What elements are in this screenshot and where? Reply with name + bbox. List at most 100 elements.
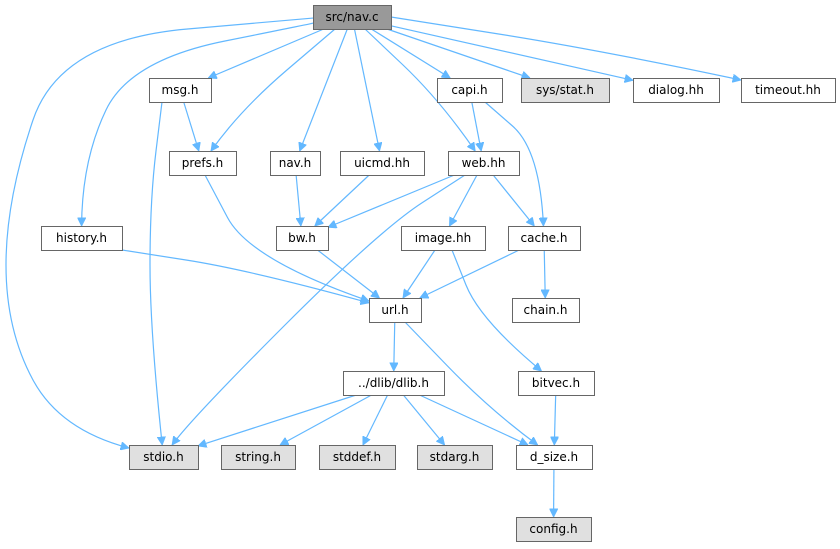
- edge-dlib-h-to-d-size-h: [419, 394, 528, 445]
- node-label: timeout.hh: [755, 83, 821, 97]
- edge-web-hh-to-bw-h: [328, 174, 455, 227]
- node-src-nav-c[interactable]: src/nav.c: [313, 5, 392, 30]
- node-label: prefs.h: [182, 156, 224, 170]
- node-label: stdio.h: [143, 450, 183, 464]
- edge-cache-h-to-url-h: [420, 249, 520, 298]
- edge-src-nav-c-to-msg-h: [208, 28, 324, 78]
- node-box: [313, 5, 392, 30]
- node-dialog-hh[interactable]: dialog.hh: [633, 78, 720, 103]
- edge-history-h-to-url-h: [121, 249, 369, 303]
- node-box: [437, 78, 503, 103]
- node-sys-stat-h[interactable]: sys/stat.h: [521, 78, 610, 103]
- edge-msg-h-to-prefs-h: [183, 101, 199, 151]
- node-box: [512, 298, 580, 323]
- node-url-h[interactable]: url.h: [369, 298, 422, 323]
- node-box: [516, 445, 593, 470]
- node-string-h[interactable]: string.h: [221, 445, 296, 470]
- edge-url-h-to-dlib-h: [394, 321, 395, 371]
- node-label: uicmd.hh: [354, 156, 410, 170]
- node-config-h[interactable]: config.h: [516, 517, 592, 542]
- edge-src-nav-c-to-nav-h: [300, 28, 348, 151]
- node-box: [129, 445, 199, 470]
- edge-nav-h-to-bw-h: [295, 174, 301, 226]
- edge-dlib-h-to-stdarg-h: [402, 394, 444, 445]
- node-bitvec-h[interactable]: bitvec.h: [518, 371, 595, 396]
- node-stdarg-h[interactable]: stdarg.h: [417, 445, 493, 470]
- node-prefs-h[interactable]: prefs.h: [169, 151, 237, 176]
- edges-layer: [5, 16, 741, 517]
- node-label: web.hh: [462, 156, 506, 170]
- node-label: chain.h: [524, 303, 568, 317]
- node-label: src/nav.c: [325, 10, 378, 24]
- node-label: sys/stat.h: [536, 83, 594, 97]
- edge-image-hh-to-bitvec-h: [451, 249, 542, 371]
- node-cache-h[interactable]: cache.h: [508, 226, 581, 251]
- node-box: [369, 298, 422, 323]
- node-label: config.h: [529, 522, 577, 536]
- edge-src-nav-c-to-sys-stat-h: [386, 28, 530, 78]
- node-label: msg.h: [162, 83, 199, 97]
- node-timeout-hh[interactable]: timeout.hh: [741, 78, 836, 103]
- edge-web-hh-to-image-hh: [448, 174, 478, 226]
- edge-src-nav-c-to-uicmd-hh: [353, 28, 379, 151]
- node-d-size-h[interactable]: d_size.h: [516, 445, 593, 470]
- node-label: ../dlib/dlib.h: [358, 376, 429, 390]
- edge-prefs-h-to-url-h: [204, 174, 369, 301]
- node-uicmd-hh[interactable]: uicmd.hh: [340, 151, 425, 176]
- node-box: [521, 78, 610, 103]
- node-box: [276, 226, 329, 251]
- node-box: [149, 78, 212, 103]
- node-label: string.h: [235, 450, 281, 464]
- node-box: [516, 517, 592, 542]
- edge-web-hh-to-stdio-h: [172, 174, 466, 445]
- node-box: [518, 371, 595, 396]
- node-capi-h[interactable]: capi.h: [437, 78, 503, 103]
- edge-msg-h-to-stdio-h: [149, 101, 162, 445]
- node-msg-h[interactable]: msg.h: [149, 78, 212, 103]
- node-nav-h[interactable]: nav.h: [270, 151, 321, 176]
- node-label: url.h: [381, 303, 408, 317]
- node-bw-h[interactable]: bw.h: [276, 226, 329, 251]
- node-box: [741, 78, 836, 103]
- edge-dlib-h-to-stdio-h: [198, 394, 357, 446]
- node-box: [270, 151, 321, 176]
- node-label: stdarg.h: [430, 450, 480, 464]
- node-box: [343, 371, 445, 396]
- edge-uicmd-hh-to-bw-h: [315, 174, 370, 226]
- edge-src-nav-c-to-web-hh: [364, 28, 475, 151]
- edge-src-nav-c-to-dialog-hh: [390, 25, 633, 81]
- node-dlib-h[interactable]: ../dlib/dlib.h: [343, 371, 445, 396]
- node-history-h[interactable]: history.h: [41, 226, 123, 251]
- node-label: image.hh: [415, 231, 471, 245]
- node-web-hh[interactable]: web.hh: [448, 151, 520, 176]
- node-label: history.h: [56, 231, 107, 245]
- node-box: [633, 78, 720, 103]
- node-image-hh[interactable]: image.hh: [401, 226, 486, 251]
- node-stdio-h[interactable]: stdio.h: [129, 445, 199, 470]
- edge-url-h-to-d-size-h: [404, 321, 538, 445]
- edge-image-hh-to-url-h: [403, 249, 436, 298]
- node-stddef-h[interactable]: stddef.h: [319, 445, 396, 470]
- edge-dlib-h-to-stddef-h: [362, 394, 389, 445]
- edge-src-nav-c-to-prefs-h: [211, 28, 336, 151]
- node-box: [448, 151, 520, 176]
- edge-bw-h-to-url-h: [317, 249, 380, 298]
- edge-dlib-h-to-string-h: [280, 394, 372, 446]
- node-label: d_size.h: [530, 450, 578, 464]
- node-label: dialog.hh: [648, 83, 704, 97]
- edge-capi-h-to-cache-h: [484, 101, 543, 226]
- node-box: [169, 151, 237, 176]
- node-label: nav.h: [279, 156, 312, 170]
- edge-src-nav-c-to-stdio-h: [5, 17, 314, 448]
- node-label: bitvec.h: [532, 376, 580, 390]
- node-box: [221, 445, 296, 470]
- nodes-layer: src/nav.c msg.h capi.h sys/stat.h dialog.hh t…: [41, 5, 836, 542]
- node-box: [401, 226, 486, 251]
- node-box: [319, 445, 396, 470]
- node-label: capi.h: [451, 83, 487, 97]
- node-chain-h[interactable]: chain.h: [512, 298, 580, 323]
- node-label: cache.h: [521, 231, 568, 245]
- edge-capi-h-to-web-hh: [471, 101, 481, 151]
- node-box: [508, 226, 581, 251]
